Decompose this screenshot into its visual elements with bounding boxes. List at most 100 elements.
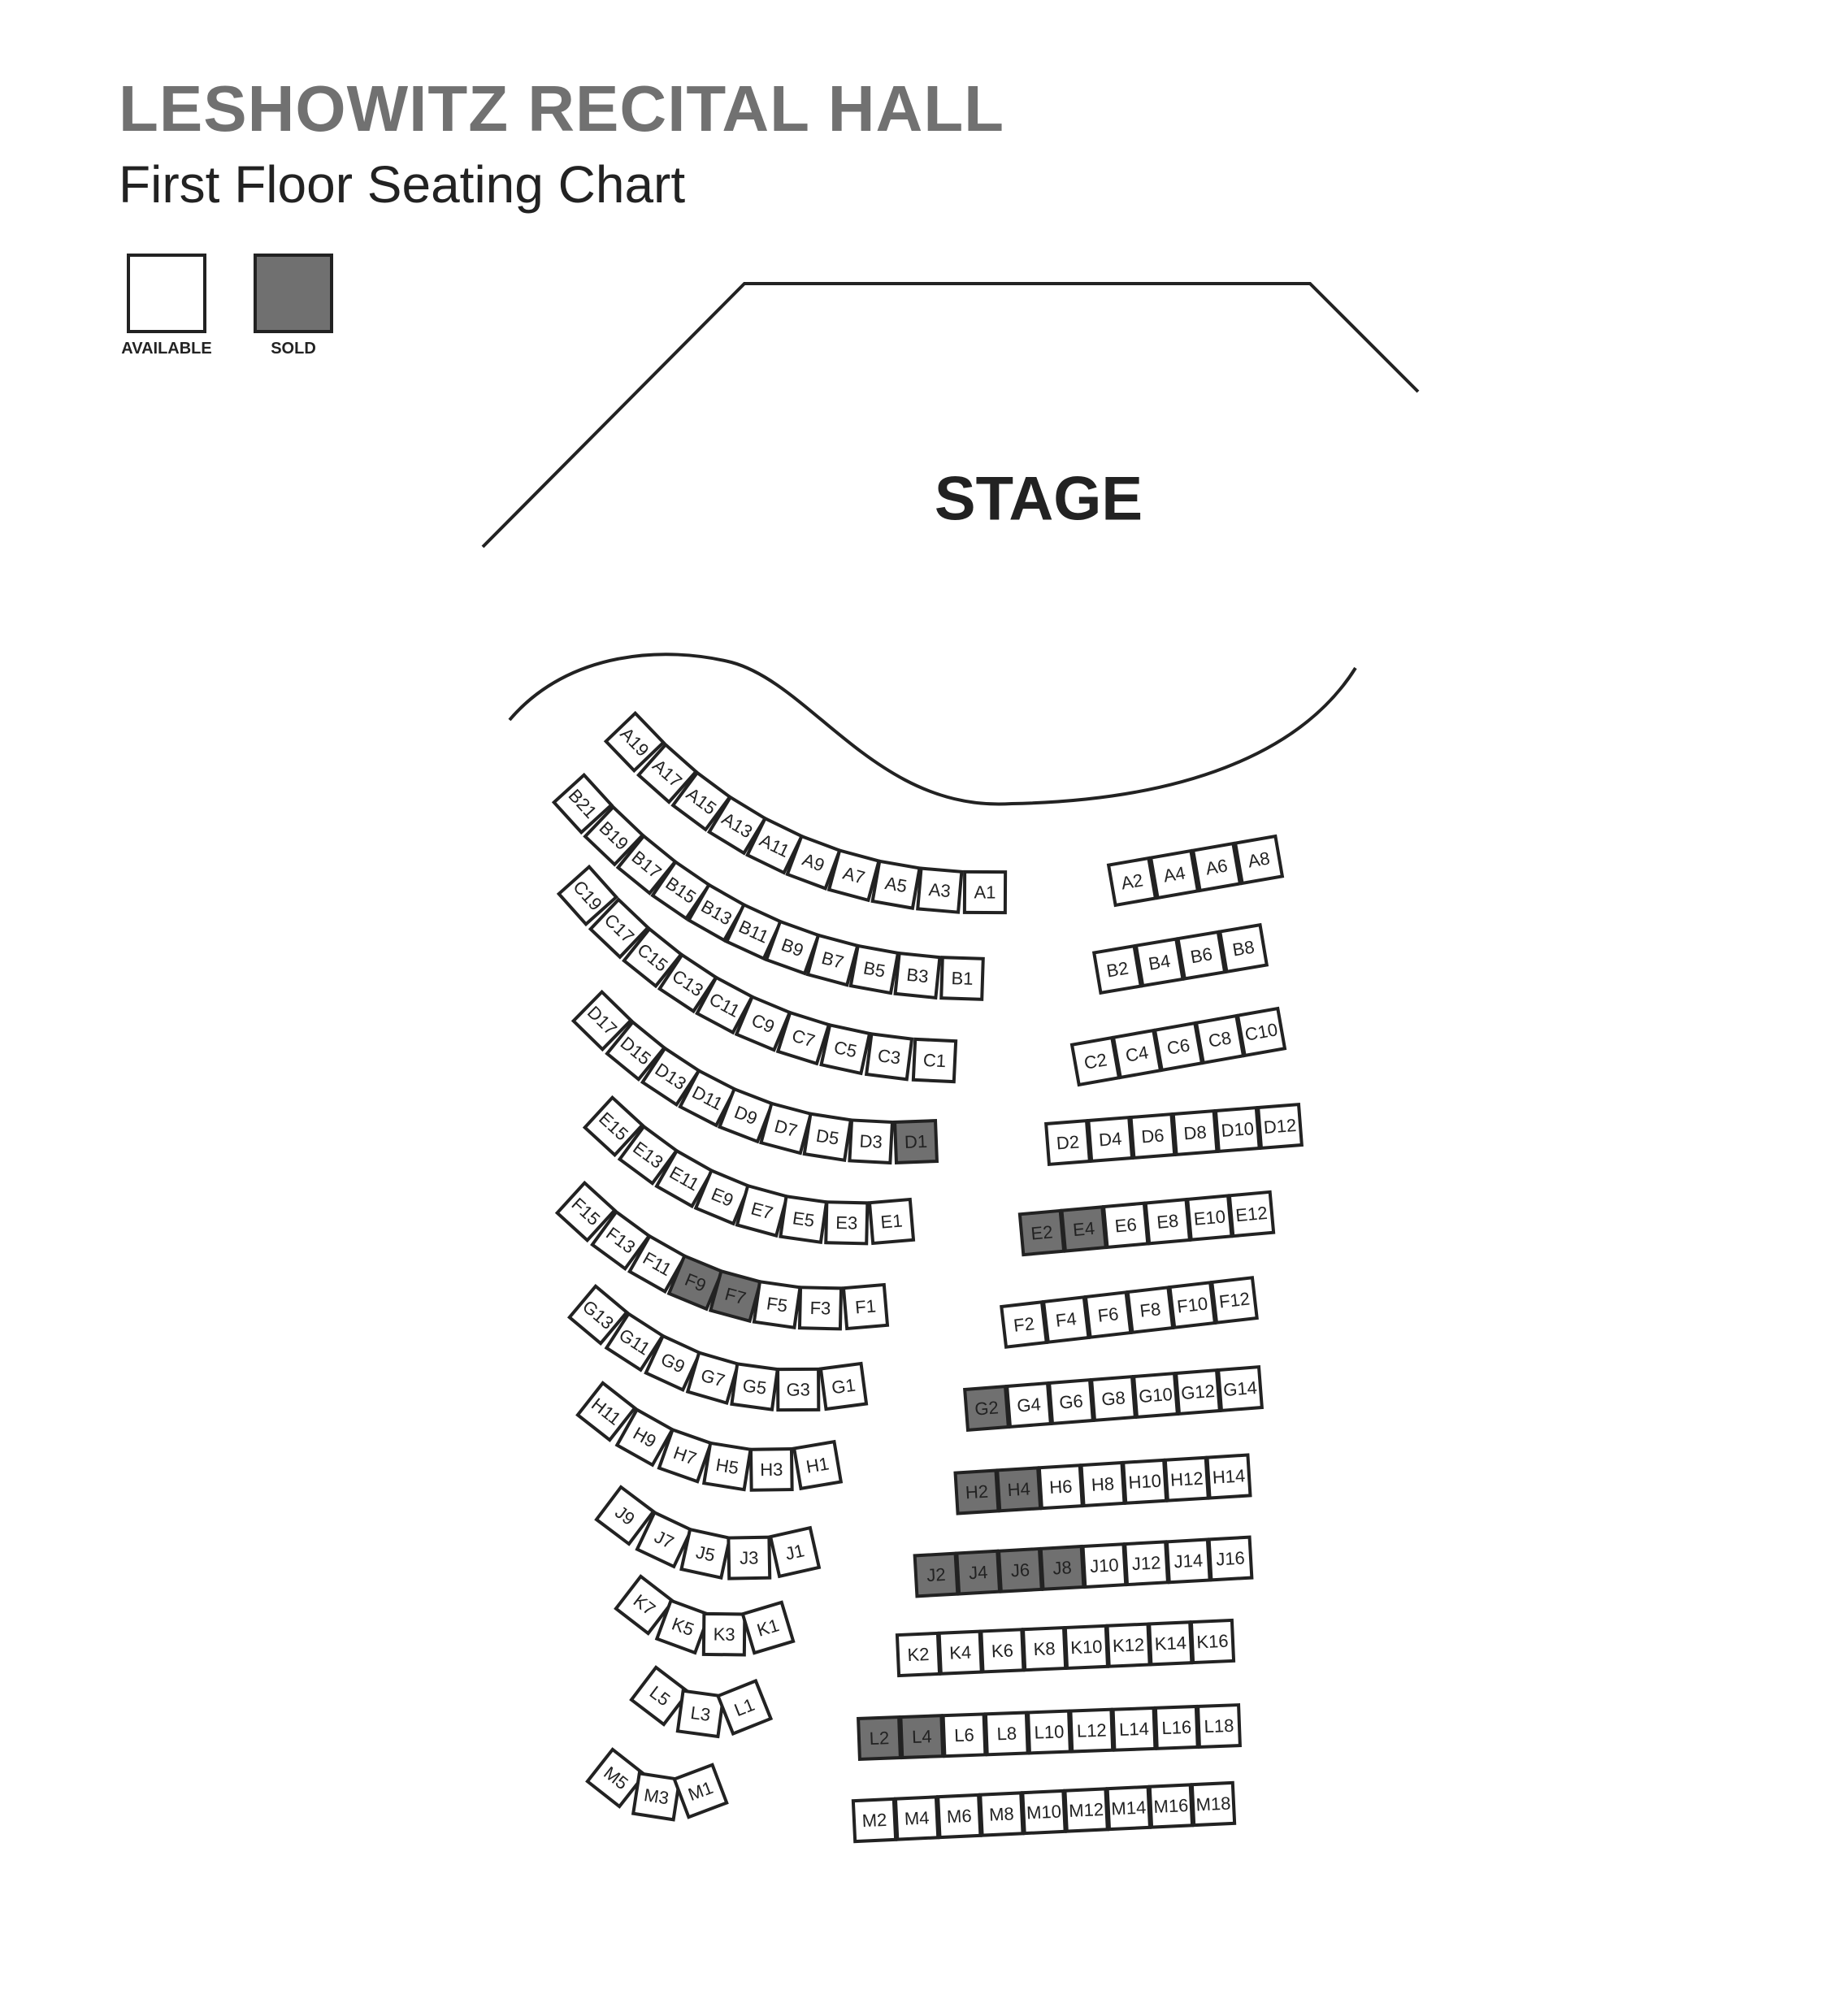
seat-b4[interactable]: B4 [1134, 937, 1185, 988]
seat-e15[interactable]: E15 [582, 1095, 645, 1158]
seat-a17[interactable]: A17 [636, 742, 699, 804]
seat-m8[interactable]: M8 [978, 1791, 1025, 1837]
seat-j14[interactable]: J14 [1165, 1537, 1212, 1585]
seat-a2[interactable]: A2 [1106, 856, 1158, 908]
seat-a9[interactable]: A9 [785, 834, 842, 891]
seat-f4[interactable]: F4 [1041, 1295, 1091, 1344]
seat-c15[interactable]: C15 [622, 926, 683, 989]
seat-e6[interactable]: E6 [1101, 1201, 1150, 1250]
seat-l8[interactable]: L8 [983, 1711, 1030, 1757]
seat-l4[interactable]: L4 [899, 1714, 945, 1760]
seat-d12[interactable]: D12 [1256, 1103, 1304, 1150]
seat-m18[interactable]: M18 [1190, 1780, 1237, 1828]
seat-a19[interactable]: A19 [603, 710, 666, 774]
seat-h1[interactable]: H1 [792, 1439, 844, 1491]
seat-b19[interactable]: B19 [583, 804, 645, 867]
seat-l5[interactable]: L5 [629, 1665, 691, 1727]
seat-a13[interactable]: A13 [707, 795, 768, 856]
seat-h9[interactable]: H9 [614, 1407, 675, 1468]
seat-c11[interactable]: C11 [695, 975, 755, 1035]
seat-l3[interactable]: L3 [675, 1689, 726, 1739]
seat-f8[interactable]: F8 [1126, 1286, 1175, 1334]
seat-g10[interactable]: G10 [1132, 1372, 1179, 1419]
seat-c4[interactable]: C4 [1111, 1028, 1163, 1080]
seat-m6[interactable]: M6 [936, 1793, 983, 1840]
seat-j7[interactable]: J7 [635, 1510, 694, 1569]
seat-c5[interactable]: C5 [819, 1023, 872, 1076]
seat-c1[interactable]: C1 [911, 1037, 958, 1084]
seat-h3[interactable]: H3 [748, 1447, 794, 1492]
seat-e4[interactable]: E4 [1060, 1205, 1108, 1253]
seat-f13[interactable]: F13 [590, 1209, 652, 1272]
seat-e2[interactable]: E2 [1017, 1208, 1066, 1257]
seat-k2[interactable]: K2 [895, 1631, 942, 1678]
seat-g8[interactable]: G8 [1090, 1375, 1137, 1422]
seat-c17[interactable]: C17 [588, 897, 651, 960]
seat-h8[interactable]: H8 [1079, 1460, 1126, 1508]
seat-h10[interactable]: H10 [1121, 1458, 1169, 1505]
seat-h11[interactable]: H11 [575, 1381, 637, 1442]
seat-b9[interactable]: B9 [764, 919, 821, 976]
seat-h6[interactable]: H6 [1037, 1463, 1084, 1511]
seat-h2[interactable]: H2 [953, 1468, 1000, 1516]
seat-f3[interactable]: F3 [797, 1286, 844, 1331]
seat-d1[interactable]: D1 [892, 1118, 939, 1165]
seat-a5[interactable]: A5 [870, 859, 922, 910]
seat-f11[interactable]: F11 [627, 1234, 688, 1294]
seat-d6[interactable]: D6 [1129, 1112, 1177, 1160]
seat-g9[interactable]: G9 [644, 1333, 702, 1393]
seat-k3[interactable]: K3 [701, 1611, 747, 1657]
seat-l10[interactable]: L10 [1026, 1709, 1072, 1755]
seat-l1[interactable]: L1 [715, 1678, 774, 1737]
seat-j4[interactable]: J4 [955, 1549, 1002, 1596]
seat-d15[interactable]: D15 [605, 1020, 667, 1082]
seat-k10[interactable]: K10 [1063, 1624, 1110, 1671]
seat-b15[interactable]: B15 [650, 859, 712, 921]
seat-m5[interactable]: M5 [585, 1747, 647, 1809]
seat-d17[interactable]: D17 [570, 989, 634, 1052]
seat-d3[interactable]: D3 [848, 1118, 895, 1165]
seat-e7[interactable]: E7 [735, 1183, 789, 1238]
seat-f5[interactable]: F5 [752, 1279, 802, 1330]
seat-k16[interactable]: K16 [1189, 1618, 1236, 1665]
seat-a7[interactable]: A7 [826, 848, 881, 903]
seat-b8[interactable]: B8 [1217, 922, 1269, 974]
seat-m12[interactable]: M12 [1063, 1787, 1109, 1833]
seat-h14[interactable]: H14 [1205, 1453, 1252, 1500]
seat-k12[interactable]: K12 [1105, 1622, 1152, 1668]
seat-b3[interactable]: B3 [893, 951, 942, 1000]
seat-h12[interactable]: H12 [1163, 1455, 1210, 1502]
seat-d4[interactable]: D4 [1087, 1116, 1134, 1163]
seat-e12[interactable]: E12 [1227, 1190, 1276, 1238]
seat-b17[interactable]: B17 [615, 834, 678, 895]
seat-c6[interactable]: C6 [1152, 1021, 1204, 1073]
seat-e5[interactable]: E5 [779, 1194, 829, 1245]
seat-g12[interactable]: G12 [1174, 1368, 1221, 1416]
seat-c9[interactable]: C9 [734, 995, 792, 1052]
seat-d10[interactable]: D10 [1213, 1106, 1261, 1153]
seat-g4[interactable]: G4 [1005, 1381, 1052, 1429]
seat-c3[interactable]: C3 [864, 1032, 914, 1082]
seat-e8[interactable]: E8 [1143, 1197, 1192, 1246]
seat-e3[interactable]: E3 [824, 1200, 870, 1246]
seat-e9[interactable]: E9 [693, 1168, 752, 1226]
seat-m14[interactable]: M14 [1105, 1784, 1152, 1832]
seat-d7[interactable]: D7 [759, 1101, 813, 1156]
seat-b2[interactable]: B2 [1091, 943, 1143, 995]
seat-f7[interactable]: F7 [708, 1268, 763, 1324]
seat-k4[interactable]: K4 [937, 1629, 983, 1676]
seat-a4[interactable]: A4 [1148, 848, 1200, 900]
seat-j1[interactable]: J1 [768, 1525, 822, 1579]
seat-b5[interactable]: B5 [848, 943, 900, 995]
seat-b13[interactable]: B13 [686, 882, 747, 943]
seat-c8[interactable]: C8 [1194, 1013, 1246, 1065]
seat-a3[interactable]: A3 [916, 866, 964, 914]
seat-d11[interactable]: D11 [678, 1068, 737, 1128]
seat-a8[interactable]: A8 [1233, 834, 1285, 886]
seat-k7[interactable]: K7 [614, 1574, 675, 1636]
seat-m16[interactable]: M16 [1147, 1783, 1195, 1829]
seat-j2[interactable]: J2 [913, 1551, 960, 1598]
seat-l6[interactable]: L6 [941, 1712, 987, 1758]
seat-b21[interactable]: B21 [551, 772, 614, 835]
seat-m3[interactable]: M3 [631, 1771, 682, 1822]
